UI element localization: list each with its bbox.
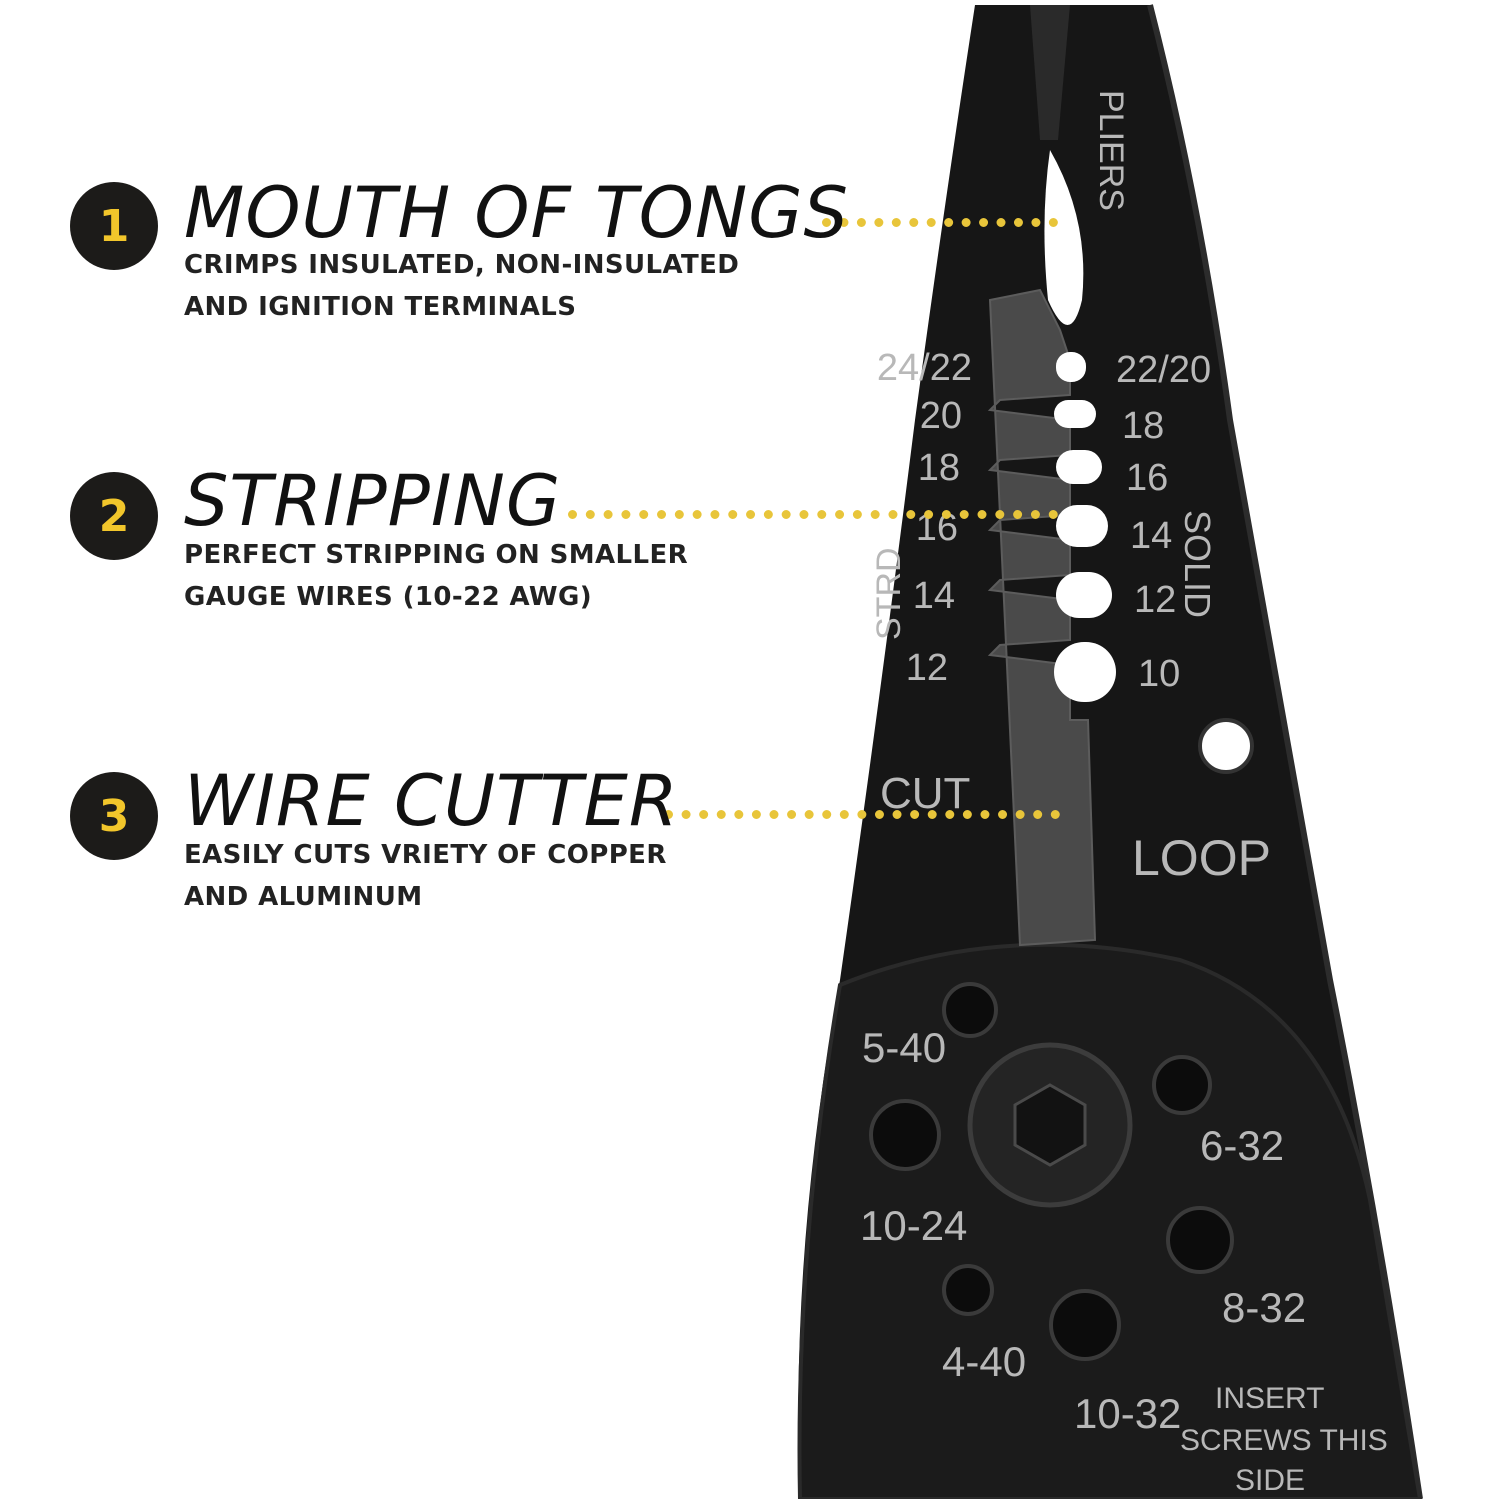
solid-engraving: SOLID (1177, 510, 1218, 618)
loop-engraving: LOOP (1132, 830, 1271, 886)
feature-description-line: GAUGE WIRES (10-22 AWG) (184, 582, 592, 612)
feature-description-line: EASILY CUTS VRIETY OF COPPER (184, 840, 667, 870)
feature-title: WIRE CUTTER (184, 760, 679, 842)
solid-gauge-labels: 22/20 18 16 14 12 10 (1116, 349, 1211, 695)
screw-size-label: 5-40 (862, 1024, 946, 1071)
feature-title: MOUTH OF TONGS (184, 172, 849, 254)
insert-note-line3: SIDE (1235, 1464, 1305, 1497)
feature-description-line: PERFECT STRIPPING ON SMALLER (184, 540, 689, 570)
stranded-gauge-label: 12 (906, 647, 948, 689)
strip-hole-6 (1054, 642, 1116, 702)
strip-hole-3 (1056, 450, 1102, 484)
mouth-opening (1044, 150, 1084, 325)
solid-gauge-label: 14 (1130, 515, 1172, 557)
feature-title: STRIPPING (184, 460, 562, 542)
screw-size-label: 4-40 (942, 1338, 1026, 1385)
feature-description-line: CRIMPS INSULATED, NON-INSULATED (184, 250, 740, 280)
feature-description: PERFECT STRIPPING ON SMALLER GAUGE WIRES… (184, 534, 804, 618)
leader-dots-3 (664, 810, 1060, 819)
stranded-engraving: STRD (870, 547, 908, 640)
insert-note-line1: INSERT (1215, 1382, 1324, 1415)
loop-hole (1200, 720, 1252, 772)
insert-note-line2: SCREWS THIS (1180, 1424, 1388, 1457)
stranded-gauge-label: 18 (918, 447, 960, 489)
solid-gauge-label: 16 (1126, 457, 1168, 499)
serrated-jaw (1030, 5, 1070, 140)
solid-gauge-label: 22/20 (1116, 349, 1211, 391)
feature-description: CRIMPS INSULATED, NON-INSULATED AND IGNI… (184, 244, 804, 328)
stranded-gauge-label: 24/22 (877, 347, 972, 389)
number-badge: 2 (70, 472, 158, 560)
screw-size-label: 10-24 (860, 1202, 967, 1249)
leader-dots-1 (822, 218, 1058, 227)
leader-dots-2 (568, 510, 1058, 519)
pliers-engraving: PLIERS (1092, 90, 1130, 211)
strip-hole-5 (1056, 572, 1112, 618)
feature-description-line: AND ALUMINUM (184, 882, 423, 912)
screw-size-label: 10-32 (1074, 1390, 1181, 1437)
cut-engraving: CUT (880, 769, 970, 818)
screw-size-label: 8-32 (1222, 1284, 1306, 1331)
solid-gauge-label: 10 (1138, 653, 1180, 695)
hex-socket (1013, 1083, 1087, 1167)
feature-description-line: AND IGNITION TERMINALS (184, 292, 577, 322)
strip-hole-2 (1054, 400, 1096, 428)
solid-gauge-label: 12 (1134, 579, 1176, 621)
number-badge: 1 (70, 182, 158, 270)
solid-gauge-label: 18 (1122, 405, 1164, 447)
number-badge: 3 (70, 772, 158, 860)
strip-hole-1 (1056, 352, 1086, 382)
screw-size-labels: 5-40 6-32 10-24 8-32 4-40 10-32 (860, 1024, 1306, 1437)
screw-size-label: 6-32 (1200, 1122, 1284, 1169)
screw-holes (869, 982, 1234, 1361)
feature-description: EASILY CUTS VRIETY OF COPPER AND ALUMINU… (184, 834, 804, 918)
stranded-gauge-label: 14 (913, 575, 955, 617)
strip-hole-4 (1056, 505, 1108, 547)
stranded-gauge-label: 20 (920, 395, 962, 437)
